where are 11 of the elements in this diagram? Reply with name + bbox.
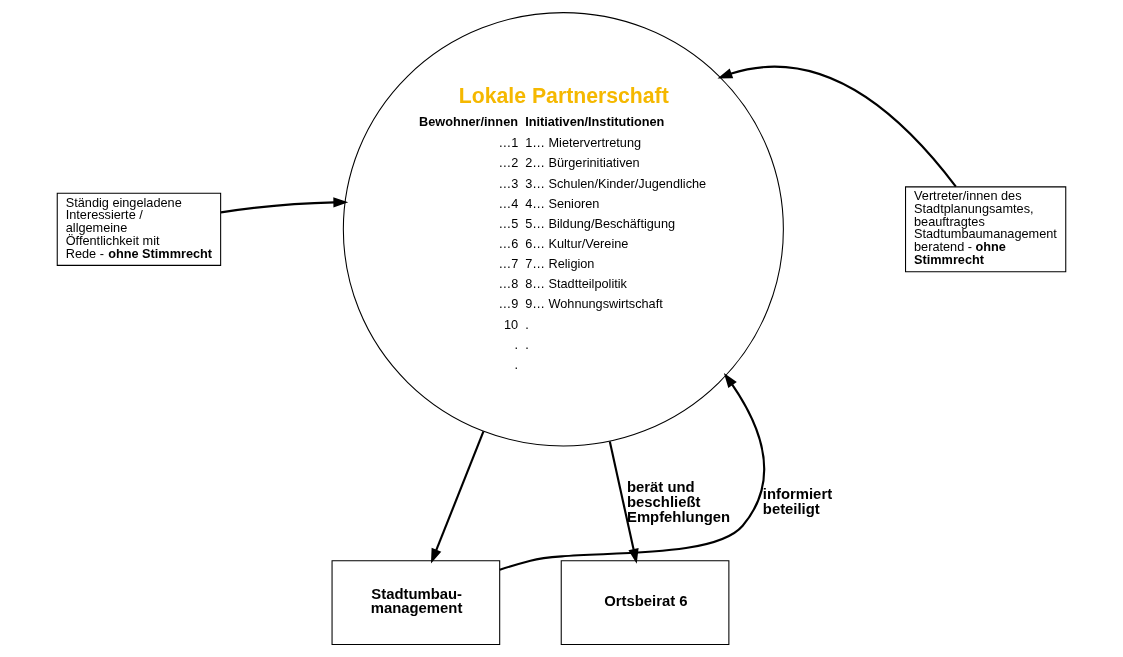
arrow xyxy=(717,65,957,188)
edge-label: berät und beschließt Empfehlungen xyxy=(627,478,731,525)
node-box: Ortsbeirat 6 xyxy=(560,560,730,646)
node-box: Stadtumbau- management xyxy=(331,560,501,646)
edge-label: informiert beteiligt xyxy=(762,486,833,518)
arrow xyxy=(220,197,349,214)
node-box: Vertreter/innen des Stadtplanungsamtes, beauftragtes Stadtumbaumanagement beratend - ohne Stimmrecht xyxy=(905,186,1067,273)
arrow xyxy=(499,372,765,571)
arrow xyxy=(430,431,485,564)
node-circle: Lokale Partnerschaft Bewohner/innen Initiativen/Institutionen …1 1… Mietervertretung …2 2… Bürgerinitiativen …3 3… Schulen/Kinder/Jugendliche …4 4… Senioren …5 5… Bildung/Beschäftigung …6 6… Kultur/Vereine …7 7… Religion …8 8… Stadtteilpolitik …9 9… Wohnungswirtschaft 10 . . . . xyxy=(342,12,784,447)
node-box: Ständig eingeladene Interessierte / allgemeine Öffentlichkeit mit Rede - ohne Stimmrecht xyxy=(56,192,222,266)
